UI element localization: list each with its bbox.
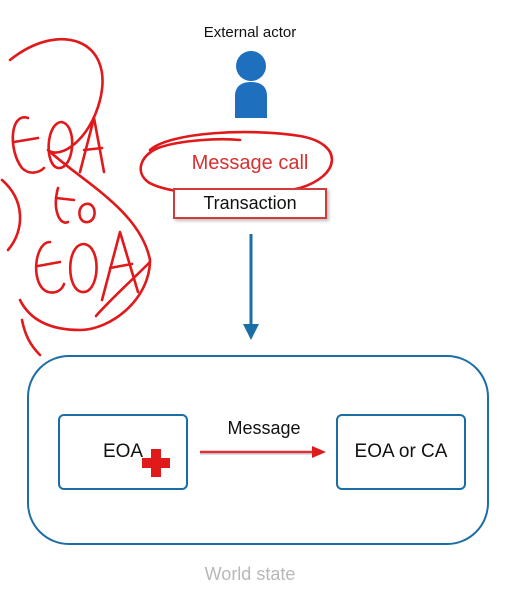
message-call-label: Message call [191,152,309,174]
eoa-or-ca-node: EOA or CA [336,414,466,490]
person-icon [235,51,267,118]
transaction-label: Transaction [203,193,297,213]
eoa-node: EOA [58,414,188,490]
message-label: Message [227,418,301,438]
red-cross-icon [142,449,170,477]
eoa-or-ca-label: EOA or CA [354,441,448,462]
down-arrow-icon [243,234,259,340]
actor-label: External actor [203,24,297,41]
eoa-node-label: EOA [102,441,144,462]
message-arrow-icon [200,446,326,458]
world-state-label: World state [204,564,296,584]
transaction-box: Transaction [173,188,327,219]
